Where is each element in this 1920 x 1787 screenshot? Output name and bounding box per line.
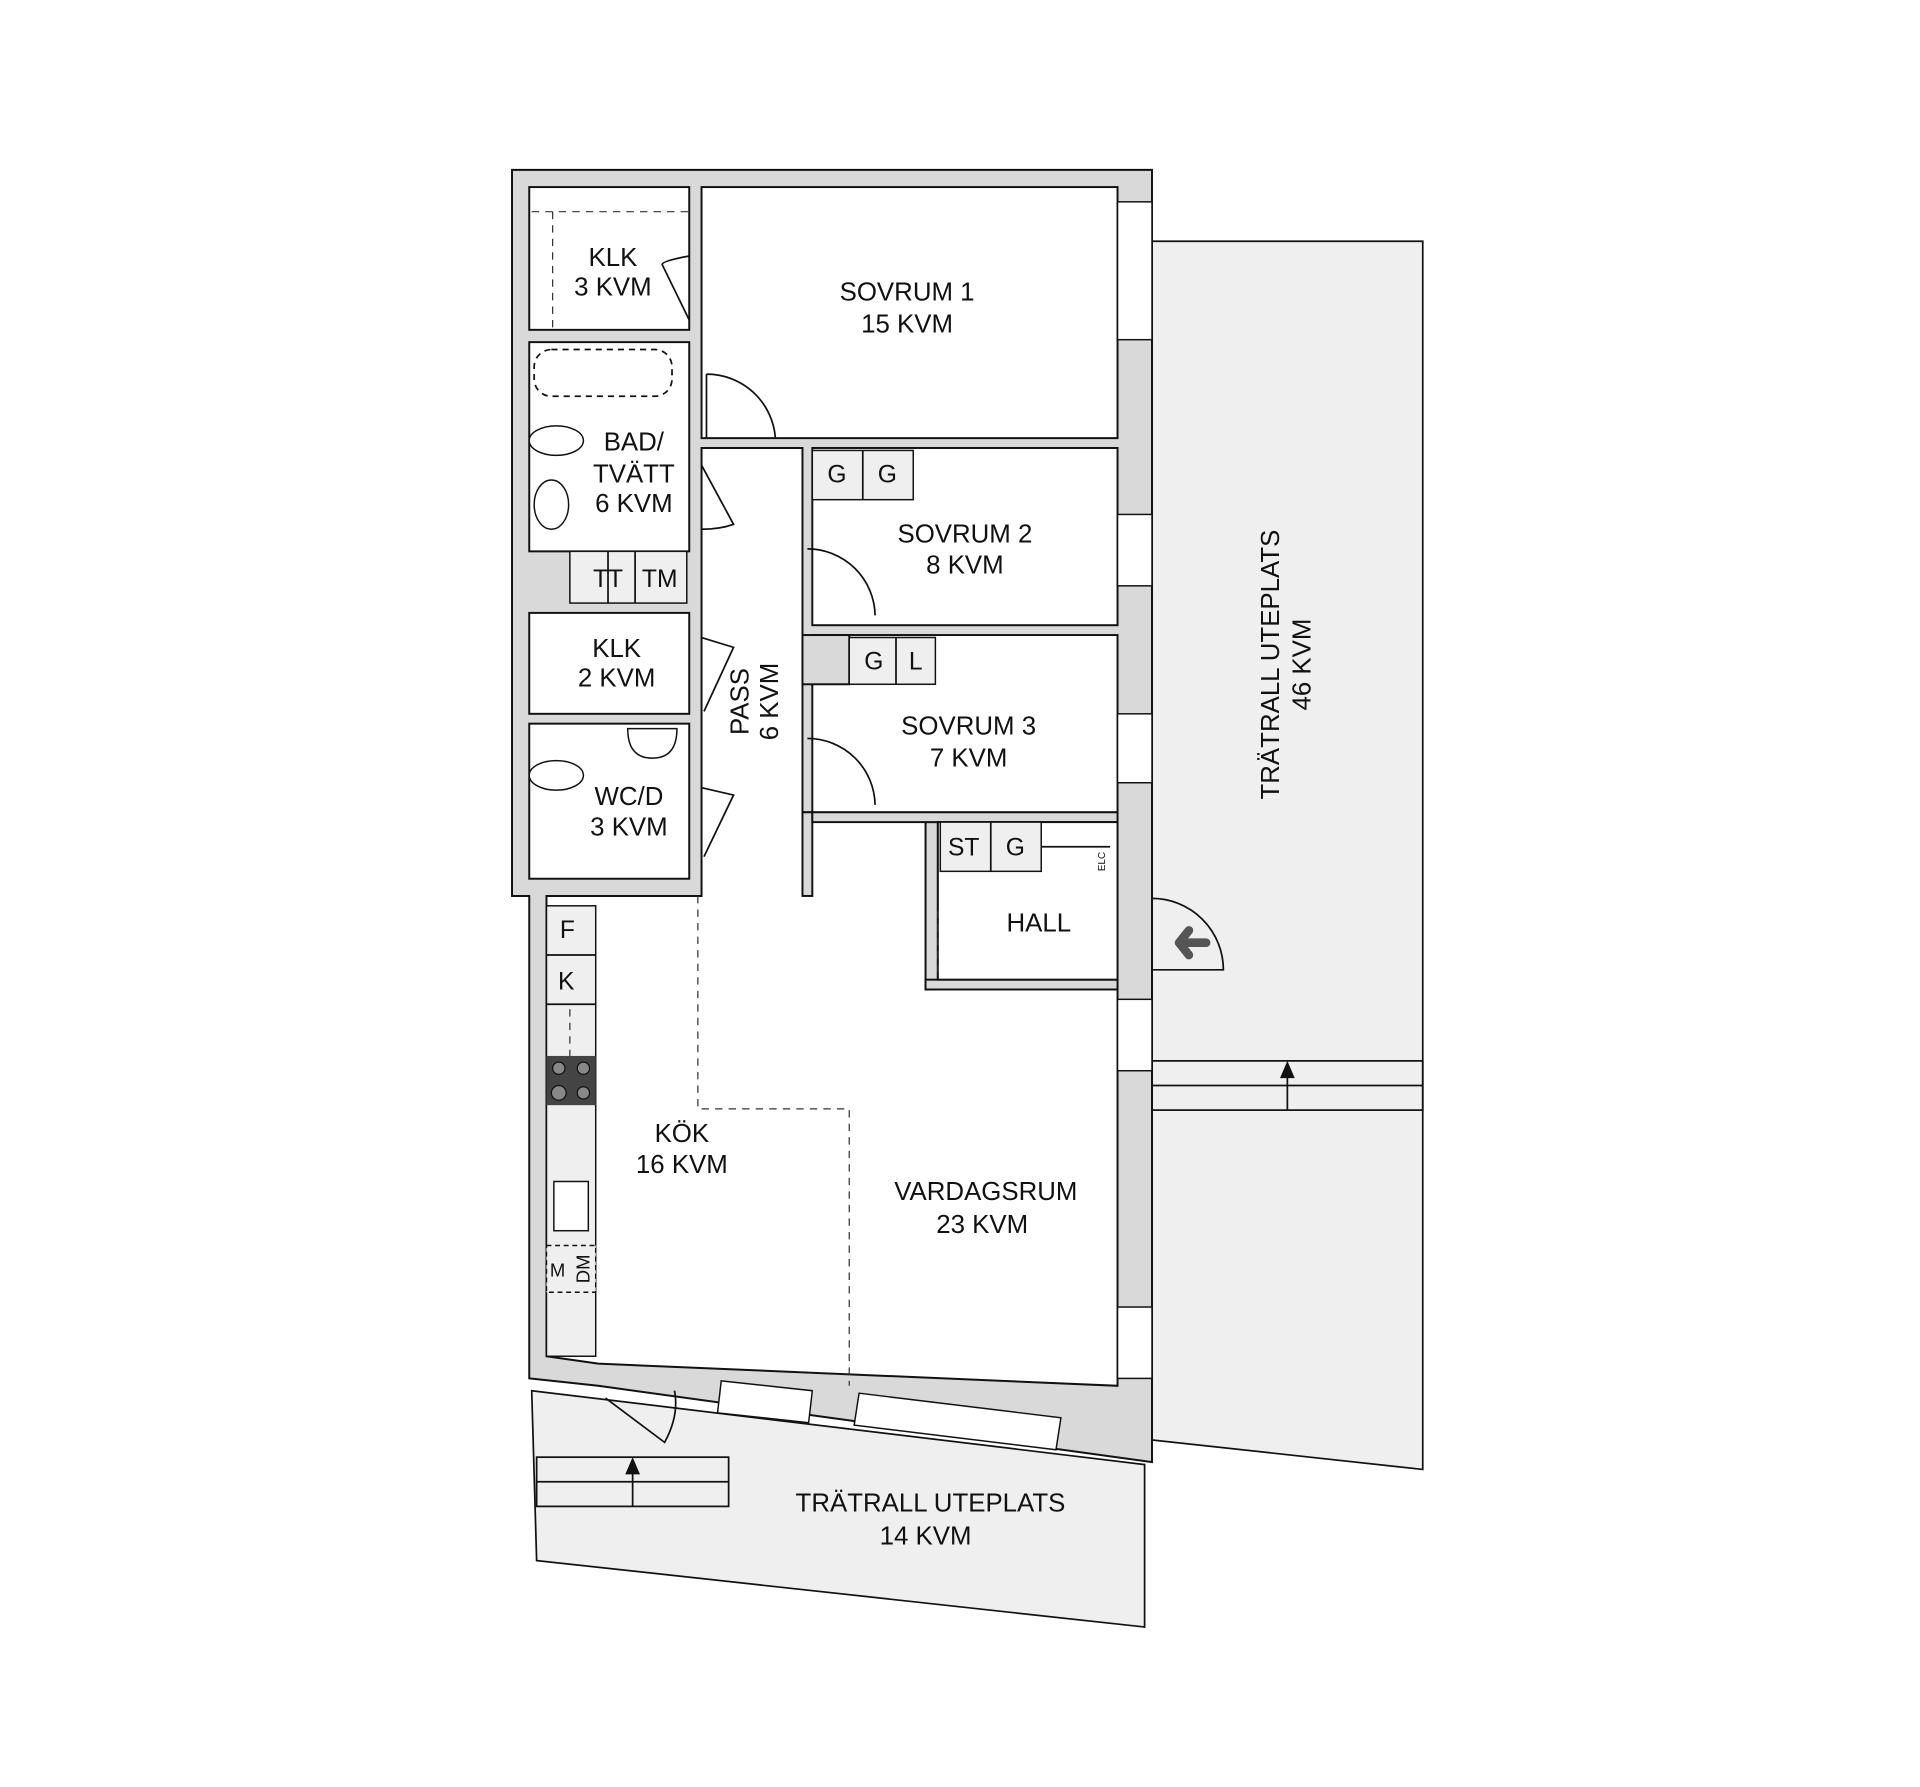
door-wc[interactable] [701, 786, 735, 857]
label-sovrum-3: SOVRUM 3 [901, 713, 1036, 741]
label-wc: WC/D [595, 783, 664, 811]
label-micro: M [550, 1259, 565, 1280]
label-sovrum-1: SOVRUM 1 [840, 278, 975, 306]
door-sovrum-2[interactable] [807, 548, 876, 616]
label-s3-l: L [909, 649, 923, 676]
door-terrace[interactable] [605, 1390, 677, 1444]
area-klk-2: 2 KVM [578, 665, 656, 693]
toilet-wc [528, 759, 585, 791]
steps-side [1151, 1060, 1424, 1111]
area-bad: 6 KVM [595, 490, 673, 518]
label-sovrum-2: SOVRUM 2 [897, 521, 1032, 549]
area-pass: 6 KVM [756, 663, 784, 741]
wall-hall-bottom [924, 978, 1119, 991]
terrace-bottom [530, 1389, 1146, 1628]
arrow-up-icon [625, 1457, 641, 1475]
bathtub [533, 348, 673, 398]
sink-bad [533, 479, 570, 530]
label-fridge: F [560, 917, 575, 944]
label-tm: TM [642, 566, 678, 593]
room-klk-1 [528, 186, 691, 331]
wardrobe-s3 [848, 636, 937, 686]
label-elc: ELC [1097, 852, 1108, 871]
kitchen-counter [545, 905, 597, 1357]
label-kok: KÖK [655, 1120, 710, 1148]
label-hall-g: G [1006, 834, 1025, 861]
label-freezer: K [558, 968, 575, 995]
room-klk-2 [528, 611, 691, 715]
windows-right [1116, 201, 1153, 1380]
sink-wc [626, 727, 678, 759]
area-sovrum-1: 15 KVM [861, 310, 953, 338]
label-terrace-side: TRÄTRALL UTEPLATS [1257, 530, 1285, 800]
area-wc: 3 KVM [590, 814, 668, 842]
door-klk-1[interactable] [661, 255, 691, 321]
label-hall-st: ST [948, 834, 979, 861]
label-pass: PASS [726, 668, 754, 735]
door-entrance[interactable] [1151, 897, 1225, 971]
label-s3-g: G [864, 649, 883, 676]
wall-s3-bottom [811, 811, 1119, 824]
laundry-area [569, 550, 688, 604]
label-klk-2: KLK [592, 635, 641, 663]
windows-bottom [716, 1380, 1062, 1451]
door-bad[interactable] [700, 464, 735, 531]
label-s2-g2: G [878, 461, 897, 488]
entry-arrow-icon [1174, 926, 1211, 960]
label-terrace-bottom: TRÄTRALL UTEPLATS [796, 1489, 1066, 1517]
label-vardagsrum: VARDAGSRUM [894, 1178, 1077, 1206]
label-tt: TT [593, 566, 623, 593]
door-sovrum-1[interactable] [705, 373, 777, 439]
area-sovrum-3: 7 KVM [930, 745, 1008, 773]
door-klk-2[interactable] [701, 636, 735, 712]
door-sovrum-3[interactable] [807, 737, 876, 805]
area-vardagsrum: 23 KVM [936, 1211, 1028, 1239]
kitchen-sink [553, 1180, 590, 1232]
wall-hall [924, 821, 939, 991]
label-klk-1: KLK [589, 244, 638, 272]
area-klk-1: 3 KVM [574, 273, 652, 301]
label-hall: HALL [1006, 910, 1071, 938]
area-terrace-side: 46 KVM [1289, 619, 1317, 711]
area-terrace-bottom: 14 KVM [880, 1523, 972, 1551]
steps-bottom [535, 1456, 730, 1508]
terrace-side [1151, 240, 1424, 1471]
label-bad: BAD/ [604, 428, 665, 456]
label-dishwasher: DM [573, 1255, 594, 1284]
area-sovrum-2: 8 KVM [926, 552, 1004, 580]
wall-stub [801, 811, 814, 897]
label-s2-g1: G [827, 461, 846, 488]
arrow-up-icon [1279, 1060, 1295, 1079]
area-kok: 16 KVM [636, 1151, 728, 1179]
label-tvatt: TVÄTT [593, 460, 675, 488]
open-plan-area [545, 446, 1119, 1387]
wall-notch [801, 634, 851, 686]
toilet-bad [528, 425, 585, 457]
